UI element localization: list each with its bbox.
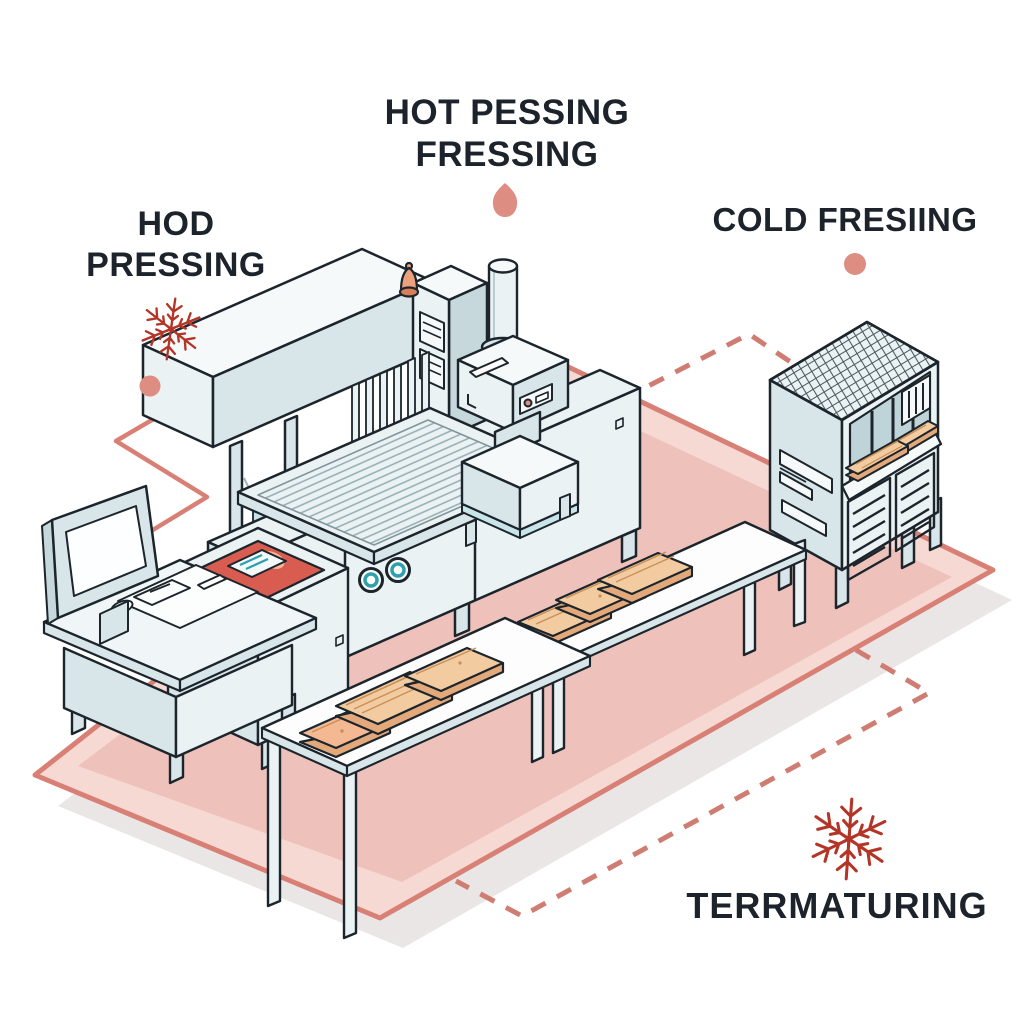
leaf-marker bbox=[492, 183, 518, 217]
desk-controls bbox=[110, 564, 259, 629]
wood-board bbox=[596, 551, 694, 605]
dot-marker bbox=[139, 375, 161, 397]
wood-board bbox=[845, 439, 909, 482]
monitor bbox=[41, 484, 160, 645]
label-line: COLD FRESIING bbox=[712, 201, 978, 238]
label-line: FRESSING bbox=[415, 135, 599, 174]
wood-board bbox=[403, 646, 505, 702]
label-line: HOT PESSING bbox=[384, 93, 630, 132]
louver-door bbox=[846, 476, 892, 582]
monitor-screen bbox=[65, 505, 147, 597]
feed-slot bbox=[469, 357, 509, 378]
control-workstation bbox=[41, 484, 318, 785]
wood-boards-right bbox=[516, 551, 694, 646]
flow-zigzag-line bbox=[113, 401, 210, 541]
wood-boards-left bbox=[298, 646, 505, 759]
flow-dashed-path-top bbox=[596, 331, 803, 415]
cold-press-cabinet bbox=[768, 320, 943, 610]
label-line: TERRMATURING bbox=[686, 885, 988, 926]
label-termaturing: TERRMATURING bbox=[686, 884, 987, 927]
vent-window bbox=[901, 374, 931, 426]
label-line: HOD bbox=[137, 205, 215, 243]
press-cylinder-unit bbox=[456, 258, 580, 547]
plate-workpiece bbox=[227, 549, 287, 578]
side-slots bbox=[779, 449, 833, 537]
label-hod-pressing: HOD PRESSING bbox=[86, 204, 266, 286]
label-hot-pressing: HOT PESSING FRESSING bbox=[385, 92, 630, 176]
indicator-lamp bbox=[398, 261, 420, 298]
louver-door bbox=[894, 451, 936, 553]
label-line: PRESSING bbox=[86, 245, 266, 284]
mini-control-panel bbox=[519, 383, 553, 415]
snowflake-icon bbox=[805, 794, 893, 884]
flow-dashed-path-bottom bbox=[454, 647, 932, 919]
dot-marker bbox=[844, 253, 866, 275]
label-cold-pressing: COLD FRESIING bbox=[712, 200, 977, 240]
press-beam bbox=[141, 247, 434, 449]
